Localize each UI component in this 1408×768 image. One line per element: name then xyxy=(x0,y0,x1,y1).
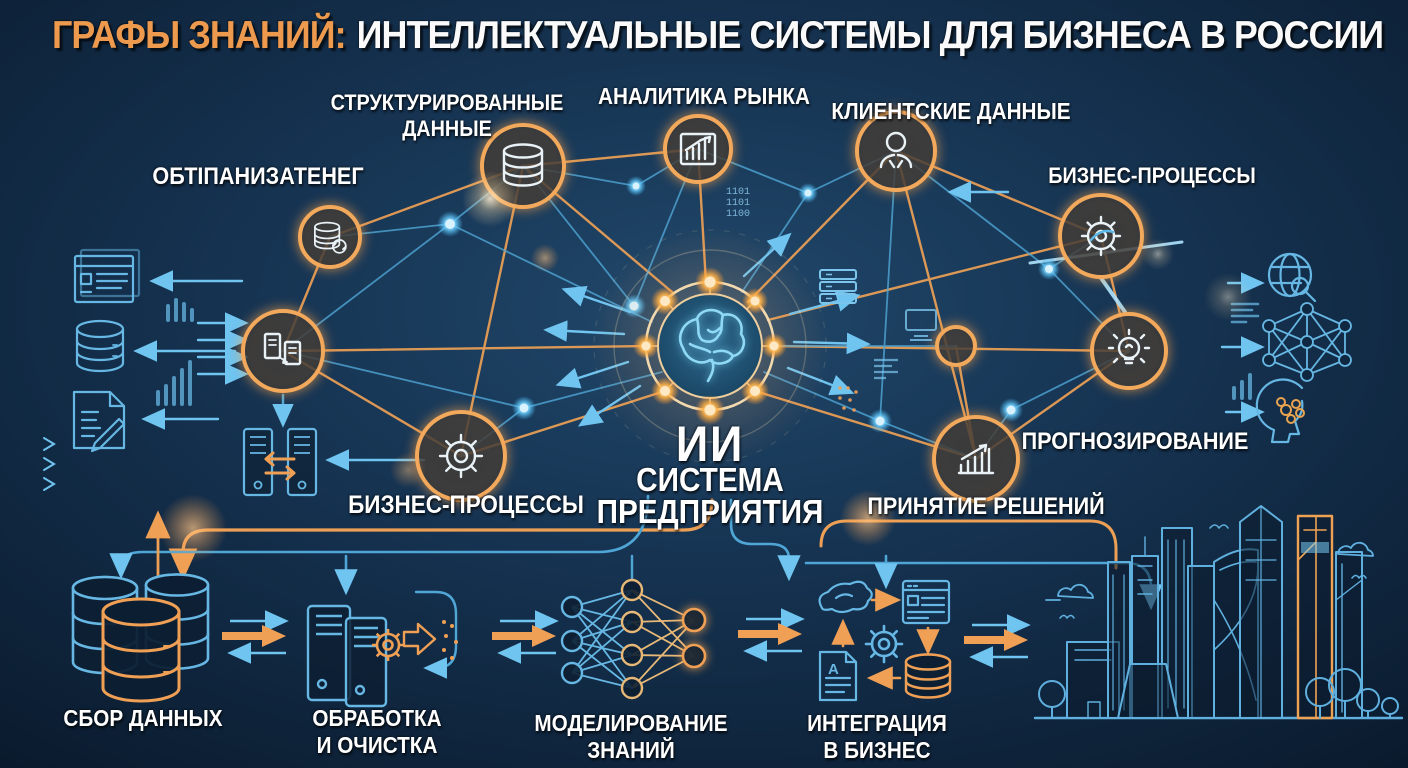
node-label-business-processes-right: БИЗНЕС-ПРОЦЕССЫ xyxy=(1048,163,1256,188)
svg-text:1100: 1100 xyxy=(726,209,750,220)
database-sync-icon xyxy=(314,221,347,254)
node-gear-right xyxy=(1058,193,1144,279)
node-lightbulb xyxy=(1090,312,1168,390)
database-icon-orange xyxy=(904,653,952,699)
title-highlight: ГРАФЫ ЗНАНИЙ: xyxy=(52,14,347,57)
node-label-decision-making: ПРИНЯТИЕ РЕШЕНИЙ xyxy=(867,493,1105,520)
clouds xyxy=(1045,541,1374,601)
line-chart-icon xyxy=(679,132,717,166)
birds xyxy=(1059,524,1367,619)
pipeline-label-model: МОДЕЛИРОВАНИЕ ЗНАНИЙ xyxy=(534,710,728,763)
central-hub xyxy=(590,226,830,466)
node-label-market-analytics: АНАЛИТИКА РЫНКА xyxy=(598,83,810,109)
clean-data-dots xyxy=(442,620,458,660)
browser-icon xyxy=(901,579,951,625)
node-label-garbled: ОБТІПАНИЗАТЕНЕГ xyxy=(152,163,364,190)
map-icon xyxy=(818,580,873,614)
dot-matrix-orange xyxy=(838,386,858,412)
person-icon xyxy=(879,131,913,169)
gear-icon-right xyxy=(1080,215,1122,257)
page-title: ГРАФЫ ЗНАНИЙ:ИНТЕЛЛЕКТУАЛЬНЫЕ СИСТЕМЫ ДЛ… xyxy=(52,14,1384,58)
pipeline-label-process: ОБРАБОТКА И ОЧИСТКА xyxy=(312,705,442,758)
node-label-forecasting: ПРОГНОЗИРОВАНИЕ xyxy=(1021,428,1249,455)
graph-network-icon xyxy=(1262,302,1352,382)
document-browser-icon xyxy=(73,248,141,304)
orange-tower xyxy=(1296,514,1334,720)
node-plain xyxy=(935,325,977,367)
left-side-icons xyxy=(72,248,194,453)
head-brain-icon xyxy=(1255,378,1305,444)
database-icon xyxy=(502,143,544,187)
neural-network-icon xyxy=(560,578,707,700)
growth-chart-icon xyxy=(957,443,995,475)
hub-label-ai: ИИ xyxy=(675,416,745,472)
light-beam-2 xyxy=(1099,276,1127,314)
pipeline-label-collect: СБОР ДАННЫХ xyxy=(63,705,223,731)
node-label-structured-data: СТРУКТУРИРОВАННЫЕ ДАННЫЕ xyxy=(330,90,564,141)
node-documents xyxy=(241,309,325,393)
text-lines-mid xyxy=(874,358,898,380)
node-icons xyxy=(263,131,1151,479)
svg-text:1101: 1101 xyxy=(726,198,750,209)
node-database-sync xyxy=(298,205,362,269)
svg-text:1101: 1101 xyxy=(726,187,750,198)
brain-icon xyxy=(678,308,746,383)
pipeline: A xyxy=(71,573,1028,708)
moscow-city-skyline xyxy=(1033,505,1404,720)
gear-icon-left xyxy=(438,433,484,479)
documents-icon xyxy=(263,332,302,366)
servers-gear-icon xyxy=(306,604,458,708)
node-label-business-processes-left: БИЗНЕС-ПРОЦЕССЫ xyxy=(348,491,584,519)
hub-label-enterprise: ПРЕДПРИЯТИЯ xyxy=(596,493,824,530)
monitor-icon xyxy=(905,309,937,341)
mid-decor xyxy=(819,269,937,380)
node-gear-left xyxy=(415,410,507,502)
document-edit-icon xyxy=(72,390,126,453)
binary-matrix: 1101 1101 1100 xyxy=(726,187,750,220)
hub-glow-dots xyxy=(633,267,787,425)
hub-label-system: СИСТЕМА xyxy=(636,461,784,498)
lightbulb-icon xyxy=(1107,328,1151,365)
databases-icon xyxy=(71,573,210,703)
network-nodes xyxy=(241,110,1168,503)
title-main: ИНТЕЛЛЕКТУАЛЬНЫЕ СИСТЕМЫ ДЛЯ БИЗНЕСА В Р… xyxy=(356,14,1384,57)
trees xyxy=(1038,668,1399,719)
globe-search-icon xyxy=(1267,252,1317,303)
document-a-icon: A xyxy=(818,650,858,702)
node-label-client-data: КЛИЕНТСКИЕ ДАННЫЕ xyxy=(831,98,1071,124)
gear-icon-small xyxy=(864,624,904,664)
lens-flares xyxy=(159,171,1252,562)
servers-swap-icon xyxy=(242,427,318,497)
business-integration-icon: A xyxy=(818,579,952,702)
svg-text:A: A xyxy=(828,661,839,678)
bar-glyph-small xyxy=(156,298,194,406)
server-stack-icon xyxy=(819,269,857,304)
database-icon-left xyxy=(75,319,125,373)
pipeline-label-integrate: ИНТЕГРАЦИЯ В БИЗНЕС xyxy=(807,710,947,763)
